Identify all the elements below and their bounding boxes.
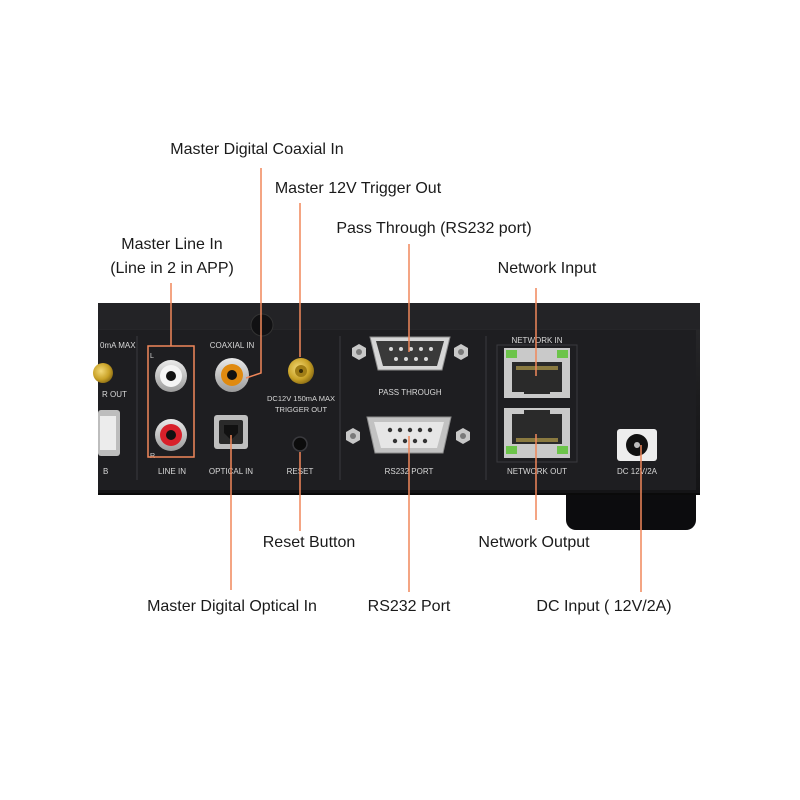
rj45-port-icon xyxy=(504,408,570,458)
callout-pass-through: Pass Through (RS232 port) xyxy=(336,220,532,237)
panel-top-lip xyxy=(98,303,700,329)
callout-master-line-in-title: Master Line In xyxy=(121,236,223,253)
panel-label-line-in: LINE IN xyxy=(158,467,186,476)
callout-network-input: Network Input xyxy=(497,260,597,277)
trigger-jack-icon xyxy=(288,358,314,384)
panel-label-dc-input: DC 12V/2A xyxy=(617,467,658,476)
rca-jack-icon xyxy=(155,419,187,451)
panel-label-network-in: NETWORK IN xyxy=(511,336,562,345)
panel-label-coaxial-in: COAXIAL IN xyxy=(210,341,255,350)
callout-reset-button: Reset Button xyxy=(262,534,356,551)
callout-rs232-port: RS232 Port xyxy=(367,598,451,615)
leader-line-master-coaxial xyxy=(245,168,262,379)
panel-label-trigger-out: TRIGGER OUT xyxy=(275,405,328,414)
callout-master-trigger: Master 12V Trigger Out xyxy=(274,180,442,197)
panel-label-usb-partial: B xyxy=(103,467,108,476)
db9-connector-icon xyxy=(352,336,468,371)
panel-label-channel-l: L xyxy=(150,353,154,360)
db9-connector-icon xyxy=(346,416,470,454)
partial-gold-jack-icon xyxy=(93,363,113,383)
panel-label-pass-through: PASS THROUGH xyxy=(378,388,441,397)
reset-button[interactable] xyxy=(292,436,308,452)
coaxial-jack-icon xyxy=(215,358,249,392)
network-bracket xyxy=(496,344,578,463)
panel-label-trigger-spec: DC12V 150mA MAX xyxy=(267,394,335,403)
panel-label-network-out: NETWORK OUT xyxy=(507,467,567,476)
panel-label-out-partial: R OUT xyxy=(102,390,127,399)
callout-dc-input: DC Input ( 12V/2A) xyxy=(536,598,672,615)
callout-master-optical: Master Digital Optical In xyxy=(147,598,317,615)
panel-label-trigger-partial: 0mA MAX xyxy=(100,341,136,350)
rca-jack-icon xyxy=(155,360,187,392)
rj45-port-icon xyxy=(504,348,570,398)
leader-line-master-line-in xyxy=(147,283,195,458)
dc-barrel-jack-icon xyxy=(617,429,657,461)
callout-network-output: Network Output xyxy=(478,534,590,551)
usb-port-icon xyxy=(98,410,120,456)
panel-knob xyxy=(250,313,274,337)
callout-master-line-in-subtitle: (Line in 2 in APP) xyxy=(110,260,234,277)
callout-master-coaxial: Master Digital Coaxial In xyxy=(170,141,344,158)
toslink-port-icon xyxy=(214,415,248,449)
